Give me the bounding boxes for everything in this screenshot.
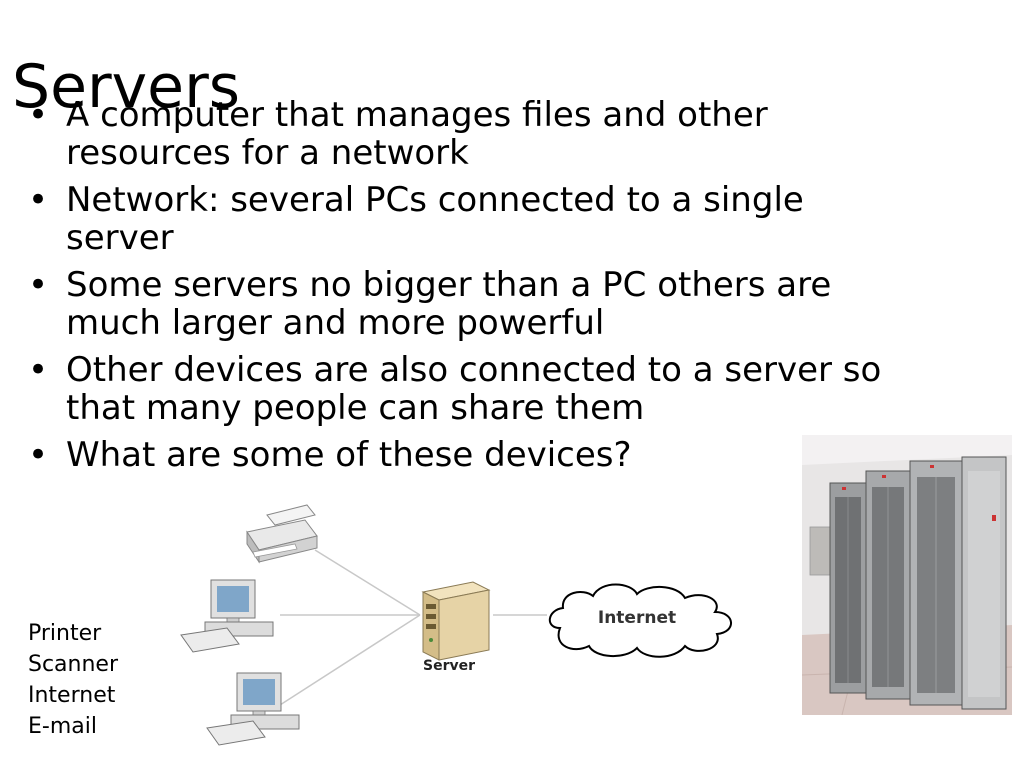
answer-printer: Printer [28,621,102,646]
server-racks-photo [802,435,1012,715]
bullet-item: Network: several PCs connected to a sing… [28,181,908,257]
server-icon [421,581,491,661]
bullet-list: A computer that manages files and other … [28,96,908,483]
internet-label: Internet [598,608,676,628]
network-diagram: Server Internet [180,504,732,746]
bullet-item: What are some of these devices? [28,436,908,474]
answer-email: E-mail [28,714,97,739]
answer-internet: Internet [28,683,116,708]
computer-icon [180,579,274,653]
bullet-item: Some servers no bigger than a PC others … [28,266,908,342]
printer-icon [246,504,318,564]
server-rack [909,460,963,706]
server-label: Server [423,658,475,674]
answer-scanner: Scanner [28,652,119,677]
server-rack [829,482,867,694]
computer-icon [206,672,300,746]
bullet-item: Other devices are also connected to a se… [28,351,908,427]
connection-lines [279,549,547,706]
cloud-icon [548,583,732,658]
bullet-item: A computer that manages files and other … [28,96,908,172]
device-answers: Printer Scanner Internet E-mail [28,618,118,742]
server-rack [961,456,1007,710]
server-rack [865,470,911,700]
